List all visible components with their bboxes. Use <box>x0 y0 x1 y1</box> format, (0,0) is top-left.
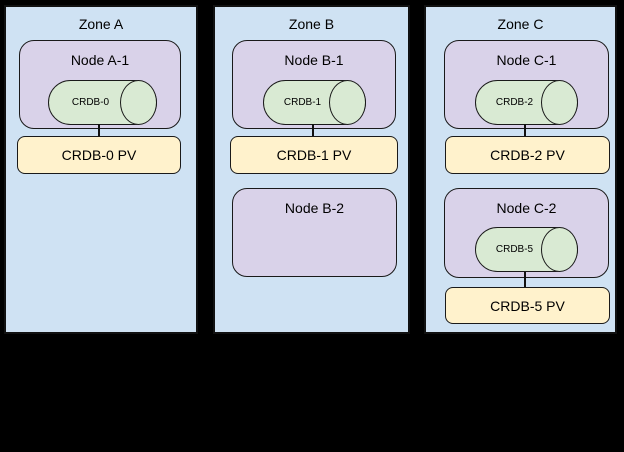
node-b-1: Node B-1 CRDB-1 <box>232 40 396 129</box>
pod-crdb-2-label: CRDB-2 <box>495 97 534 108</box>
pv-crdb-0: CRDB-0 PV <box>17 136 181 174</box>
pod-crdb-0: CRDB-0 <box>48 80 157 125</box>
pod-crdb-1-label: CRDB-1 <box>283 97 322 108</box>
node-c-2: Node C-2 CRDB-5 <box>444 188 609 278</box>
node-b-1-title: Node B-1 <box>284 52 344 68</box>
cylinder-cap <box>120 80 157 125</box>
cylinder-cap <box>329 80 366 125</box>
connector-crdb-0-to-pv <box>98 124 100 137</box>
pod-crdb-0-label: CRDB-0 <box>71 97 110 108</box>
connector-crdb-5-to-pv <box>524 272 526 288</box>
node-a-1: Node A-1 CRDB-0 <box>19 40 181 129</box>
pv-crdb-1: CRDB-1 PV <box>230 136 398 174</box>
node-c-1-title: Node C-1 <box>496 52 557 68</box>
node-a-1-title: Node A-1 <box>70 52 130 68</box>
pv-crdb-2: CRDB-2 PV <box>445 136 610 174</box>
connector-crdb-2-to-pv <box>524 124 526 137</box>
cylinder-cap <box>541 80 578 125</box>
pod-crdb-2: CRDB-2 <box>475 80 578 125</box>
pod-crdb-1: CRDB-1 <box>263 80 366 125</box>
pv-crdb-5-label: CRDB-5 PV <box>490 297 565 314</box>
pv-crdb-2-label: CRDB-2 PV <box>490 147 565 163</box>
connector-crdb-1-to-pv <box>312 124 314 137</box>
pv-crdb-5: CRDB-5 PV <box>445 287 610 324</box>
pod-crdb-5-label: CRDB-5 <box>495 244 534 255</box>
pv-crdb-0-label: CRDB-0 PV <box>61 147 137 163</box>
pv-crdb-1-label: CRDB-1 PV <box>276 147 352 163</box>
node-c-2-title: Node C-2 <box>496 200 557 216</box>
zone-c: Zone C Node C-1 CRDB-2 CRDB-2 PV Node C-… <box>424 5 617 334</box>
node-b-2: Node B-2 <box>232 188 397 277</box>
zone-a: Zone A Node A-1 CRDB-0 CRDB-0 PV <box>4 5 198 334</box>
node-c-1: Node C-1 CRDB-2 <box>444 40 609 129</box>
zone-a-title: Zone A <box>78 16 124 32</box>
zone-c-title: Zone C <box>497 16 544 32</box>
pod-crdb-5: CRDB-5 <box>475 227 578 272</box>
zone-b-title: Zone B <box>288 16 335 32</box>
node-b-2-title: Node B-2 <box>284 200 345 216</box>
cylinder-cap <box>541 227 578 272</box>
zone-b: Zone B Node B-1 CRDB-1 CRDB-1 PV Node B-… <box>213 5 410 334</box>
